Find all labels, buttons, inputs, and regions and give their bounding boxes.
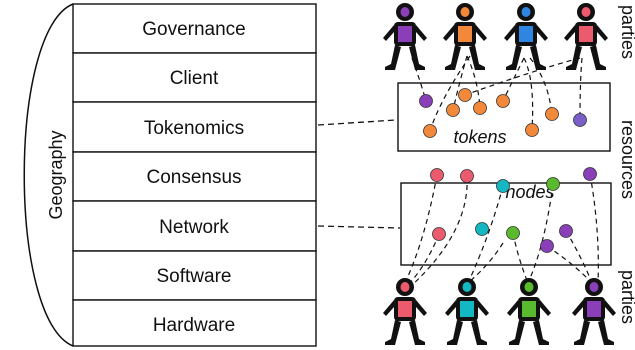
layer-software-label: Software [157, 266, 232, 287]
party-bottom-4-icon [572, 278, 616, 345]
token [525, 123, 539, 137]
layer-network-label: Network [159, 217, 229, 238]
token [573, 113, 587, 127]
node [475, 222, 489, 236]
node [506, 226, 520, 240]
layer-client-box [72, 52, 317, 103]
layer-network-box [72, 200, 317, 252]
bottom-link-5 [467, 185, 504, 284]
layer-governance-label: Governance [142, 19, 246, 40]
bottom-link-3 [409, 175, 468, 288]
bottom-link-7 [527, 183, 554, 284]
layer-stack: Governance Client Tokenomics Consensus N… [72, 3, 317, 347]
parties-bottom-label: parties [618, 270, 635, 324]
top-parties [383, 3, 608, 70]
top-link-8 [579, 57, 583, 121]
token [419, 94, 433, 108]
top-link-4 [429, 55, 471, 132]
node [496, 179, 510, 193]
node [583, 167, 597, 181]
token [446, 103, 460, 117]
token [545, 107, 559, 121]
party-top-1-icon [383, 3, 427, 70]
network-connector [317, 225, 401, 229]
top-link-9 [464, 57, 581, 96]
top-link-2 [452, 55, 468, 111]
node [559, 224, 573, 238]
token [458, 88, 472, 102]
node [546, 177, 560, 191]
token [423, 124, 437, 138]
bottom-link-9 [589, 173, 599, 284]
tokenomics-connector [317, 119, 397, 126]
token-group [419, 88, 587, 138]
node [540, 239, 554, 253]
layer-hardware-box [72, 299, 317, 347]
geography-label: Geography [46, 130, 66, 219]
party-bottom-2-icon [445, 278, 489, 345]
bottom-link-4 [467, 242, 504, 284]
layer-hardware-label: Hardware [153, 315, 235, 336]
top-links [411, 55, 583, 132]
layer-software-box [72, 250, 317, 301]
parties-top-label: parties [618, 5, 635, 59]
party-bottom-1-icon [383, 278, 427, 345]
node [432, 227, 446, 241]
layer-client-label: Client [170, 68, 219, 89]
resources-label: resources [618, 120, 635, 199]
party-top-3-icon [504, 3, 548, 70]
bottom-link-1 [404, 174, 438, 284]
tokens-label: tokens [453, 127, 506, 147]
layer-tokenomics-label: Tokenomics [144, 118, 244, 139]
party-top-2-icon [443, 3, 487, 70]
token [496, 94, 510, 108]
node [460, 169, 474, 183]
bottom-parties [383, 278, 616, 345]
node-group [430, 167, 597, 253]
layer-consensus-box [72, 151, 317, 202]
top-link-5 [502, 57, 525, 102]
node [430, 168, 444, 182]
party-top-4-icon [564, 3, 608, 70]
geography-bracket [23, 3, 74, 347]
nodes-label: nodes [505, 182, 554, 202]
token [473, 101, 487, 115]
layer-consensus-label: Consensus [146, 167, 241, 188]
bottom-link-8 [565, 230, 593, 284]
bottom-links [404, 173, 599, 288]
top-link-6 [523, 57, 534, 131]
party-bottom-3-icon [507, 278, 551, 345]
bottom-link-2 [409, 233, 440, 284]
bottom-link-6 [512, 232, 529, 284]
tokens-box [397, 82, 611, 152]
